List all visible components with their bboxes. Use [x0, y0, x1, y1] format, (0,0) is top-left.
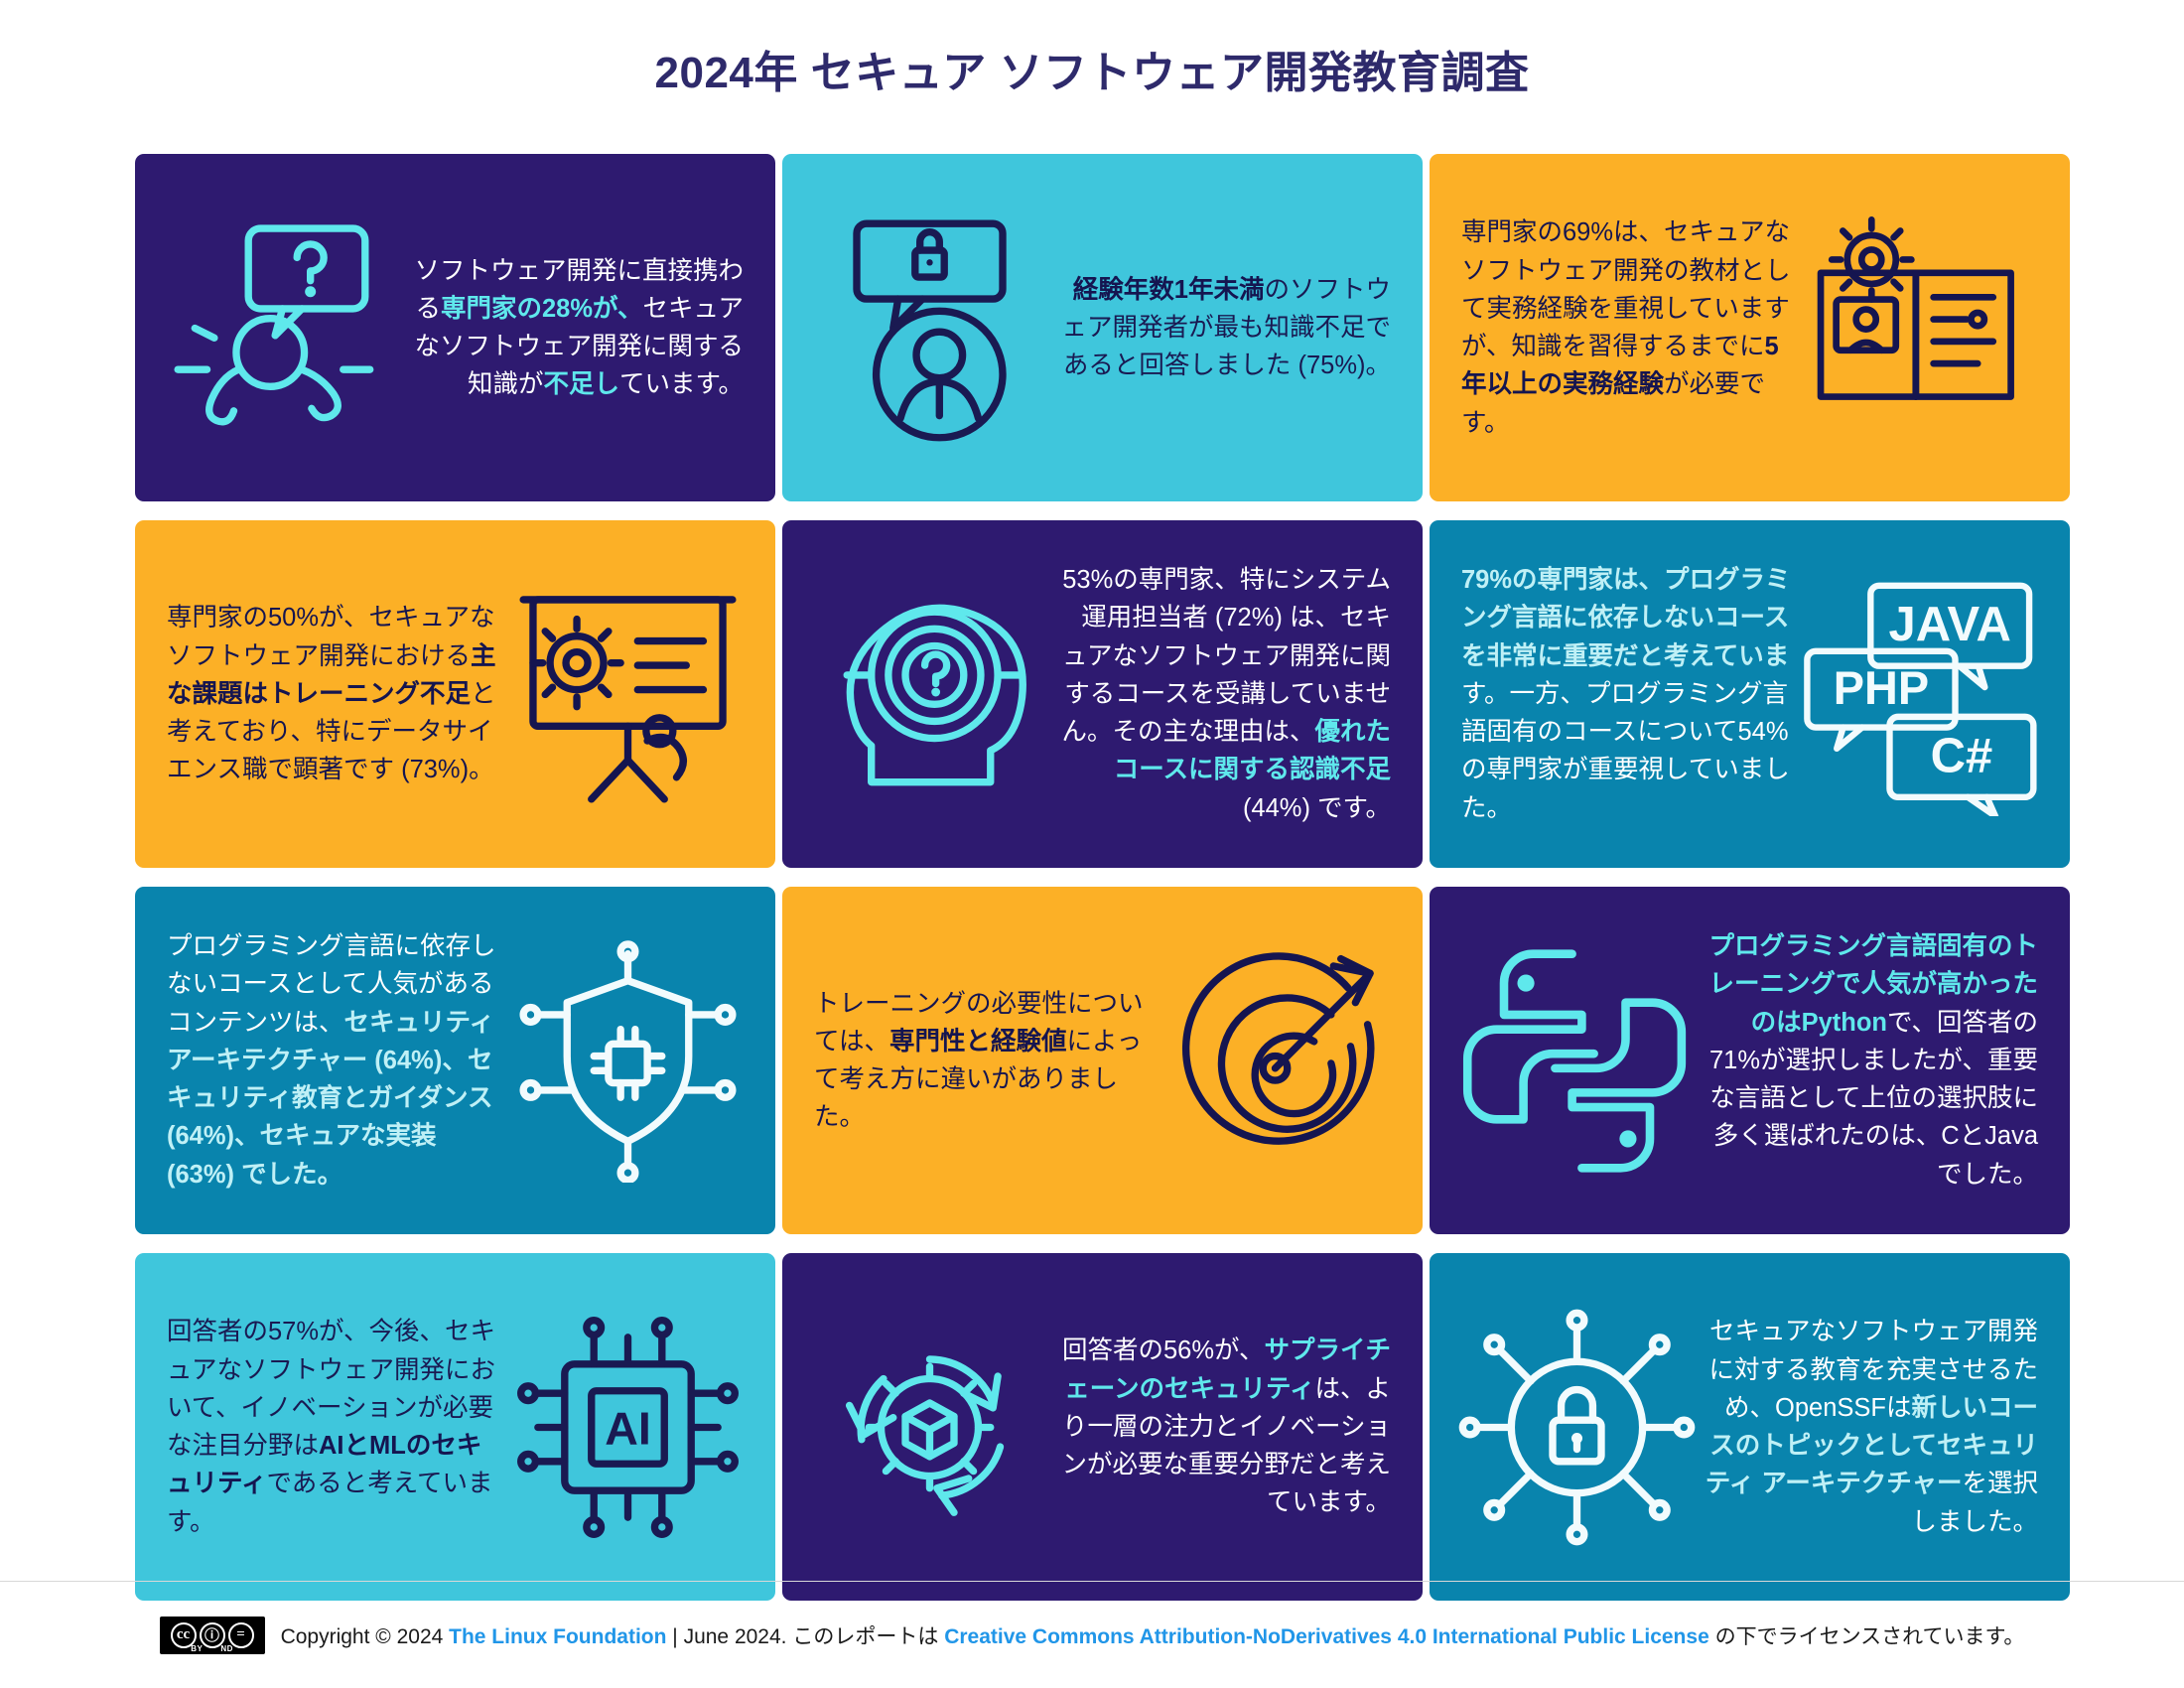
head-maze-question-icon	[808, 573, 1051, 816]
cc-by-label: BY	[191, 1643, 204, 1653]
person-lock-speech-icon	[808, 207, 1051, 450]
footer-mid-text: このレポートは	[786, 1624, 945, 1648]
text-segment: 優れたコースに関する認識不足	[1113, 718, 1391, 784]
text-segment: トレーニングの必要性については、	[814, 989, 1144, 1055]
stat-card-hands-on-experience: 専門家の69%は、セキュアなソフトウェア開発の教材として実務経験を重視しています…	[1430, 154, 2070, 501]
cc-icon: cc	[170, 1621, 197, 1648]
text-segment: ソフトウェア開発に直接携わる	[414, 256, 744, 323]
stat-card-text-openssf-course: セキュアなソフトウェア開発に対する教育を充実させるため、OpenSSFは新しいコ…	[1699, 1313, 2044, 1541]
linux-foundation-link[interactable]: The Linux Foundation	[449, 1624, 667, 1648]
stat-card-openssf-course: セキュアなソフトウェア開発に対する教育を充実させるため、OpenSSFは新しいコ…	[1430, 1253, 2070, 1601]
target-arrow-icon	[1154, 939, 1397, 1183]
text-segment: ています。	[619, 370, 744, 399]
text-segment: 53%の専門家、特にシステム運用担当者 (72%) は、セキュアなソフトウェア開…	[1061, 566, 1391, 747]
text-segment: す。一方、プログラミング言語固有のコースについて54%の専門家が重要視していまし…	[1461, 679, 1790, 822]
presentation-gear-icon	[506, 573, 750, 816]
cc-nd-label: ND	[220, 1643, 233, 1653]
stat-card-language-agnostic: 79%の専門家は、プログラミング言語に依存しないコースを非常に重要だと考えていま…	[1430, 520, 2070, 868]
text-segment: サプライチェーンのセキュリティ	[1064, 1336, 1391, 1403]
text-segment: AIとMLのセキュリティ	[167, 1432, 482, 1498]
stat-card-ai-ml-security: 回答者の57%が、今後、セキュアなソフトウェア開発において、イノベーションが必要…	[135, 1253, 775, 1601]
cube-arrows-gear-icon	[808, 1306, 1051, 1549]
copyright-prefix: Copyright © 2024	[280, 1624, 450, 1648]
person-shrug-question-icon	[161, 207, 404, 450]
creative-commons-badge-icon: cc ⓘ = BY ND	[159, 1616, 265, 1654]
text-segment: 経験年数1年未満	[1072, 275, 1265, 304]
open-book-gear-icon	[1801, 207, 2044, 450]
stat-card-text-knowledge-gap: ソフトウェア開発に直接携わる専門家の28%が、セキュアなソフトウェア開発に関する…	[404, 252, 750, 404]
text-segment: セキュリティ アーキテクチャー (64%)、セキュリティ教育とガイダンス (64…	[167, 1008, 494, 1189]
stat-card-text-training-needs: トレーニングの必要性については、専門性と経験値によって考え方に違いがありました。	[808, 985, 1154, 1137]
java-php-csharp-bubbles-icon: JAVA PHP C#	[1801, 573, 2044, 816]
page-title: 2024年 セキュア ソフトウェア開発教育調査	[654, 49, 1530, 97]
svg-text:PHP: PHP	[1834, 662, 1929, 714]
stat-card-text-supply-chain: 回答者の56%が、サプライチェーンのセキュリティは、より一層の注力とイノベーショ…	[1051, 1332, 1397, 1521]
text-segment: のソフトウェア開発者が最も知識不足であると回答しました (75%)。	[1061, 275, 1391, 380]
stat-card-text-python-popular: プログラミング言語固有のトレーニングで人気が高かったのはPythonで、回答者の…	[1699, 927, 2044, 1194]
footer-copyright-text: Copyright © 2024 The Linux Foundation | …	[281, 1620, 2025, 1650]
stat-card-text-training-gap: 専門家の50%が、セキュアなソフトウェア開発における主な課題はトレーニング不足と…	[161, 599, 506, 788]
text-segment: 専門家の50%が、セキュアなソフトウェア開発における	[167, 604, 495, 670]
footer-date: June 2024.	[683, 1624, 787, 1648]
text-segment: セキュアなソフトウェア開発に対する教育を充実させるため、OpenSSFは	[1708, 1318, 2038, 1422]
text-segment: 新しいコースのトピックとしてセキュリティ アーキテクチャー	[1705, 1393, 2038, 1498]
text-segment: を選択しました。	[1911, 1470, 2038, 1536]
text-segment: (44%) です。	[1242, 793, 1391, 822]
cc-badge-sublabels: BY ND	[160, 1644, 265, 1653]
text-segment: と考えており、特にデータサイエンス職で顕著です (73%)。	[167, 679, 496, 784]
text-segment: であると考えています。	[167, 1470, 493, 1536]
text-segment: 79%の専門家は、プログラミング言語に依存しないコースを非常に重要だと考えていま	[1461, 566, 1791, 670]
stat-card-text-language-agnostic: 79%の専門家は、プログラミング言語に依存しないコースを非常に重要だと考えていま…	[1455, 561, 1801, 827]
text-segment: 主な課題はトレーニング不足	[167, 641, 496, 708]
stat-card-training-gap: 専門家の50%が、セキュアなソフトウェア開発における主な課題はトレーニング不足と…	[135, 520, 775, 868]
text-segment: 回答者の56%が、	[1061, 1336, 1265, 1365]
cc-nd-icon: =	[227, 1621, 254, 1648]
text-segment: プログラミング言語固有のトレーニングで人気が高かったのはPython	[1708, 932, 2038, 1037]
text-segment: は、より一層の注力とイノベーションが必要な重要分野だと考えています。	[1061, 1374, 1391, 1517]
text-segment: 専門家の28%が、	[440, 294, 643, 323]
text-segment: 専門性と経験値	[889, 1027, 1067, 1055]
stat-card-no-courses: 53%の専門家、特にシステム運用担当者 (72%) は、セキュアなソフトウェア開…	[782, 520, 1423, 868]
svg-text:C#: C#	[1931, 729, 1993, 782]
stat-card-text-no-courses: 53%の専門家、特にシステム運用担当者 (72%) は、セキュアなソフトウェア開…	[1051, 561, 1397, 827]
footer-suffix: の下でライセンスされています。	[1708, 1624, 2025, 1648]
text-segment: 専門家の69%は、セキュアなソフトウェア開発の教材として実務経験を重視しています…	[1461, 218, 1791, 360]
stat-card-text-ai-ml-security: 回答者の57%が、今後、セキュアなソフトウェア開発において、イノベーションが必要…	[161, 1313, 506, 1541]
stat-card-popular-content: プログラミング言語に依存しないコースとして人気があるコンテンツは、セキュリティ …	[135, 887, 775, 1234]
cc-by-icon: ⓘ	[199, 1621, 225, 1648]
text-segment: プログラミング言語に依存しないコースとして人気があるコンテンツは、	[167, 932, 496, 1037]
stat-card-supply-chain: 回答者の56%が、サプライチェーンのセキュリティは、より一層の注力とイノベーショ…	[782, 1253, 1423, 1601]
stat-card-text-junior-devs: 経験年数1年未満のソフトウェア開発者が最も知識不足であると回答しました (75%…	[1051, 271, 1397, 385]
text-segment: で、回答者の71%が選択しましたが、重要な言語として上位の選択肢に多く選ばれたの…	[1708, 1008, 2038, 1189]
footer: cc ⓘ = BY ND Copyright © 2024 The Linux …	[0, 1581, 2184, 1688]
stat-card-python-popular: プログラミング言語固有のトレーニングで人気が高かったのはPythonで、回答者の…	[1430, 887, 2070, 1234]
stat-card-text-popular-content: プログラミング言語に依存しないコースとして人気があるコンテンツは、セキュリティ …	[161, 927, 506, 1194]
stat-card-knowledge-gap: ソフトウェア開発に直接携わる専門家の28%が、セキュアなソフトウェア開発に関する…	[135, 154, 775, 501]
python-logo-icon	[1455, 939, 1699, 1183]
svg-text:JAVA: JAVA	[1888, 598, 2010, 651]
footer-separator: |	[666, 1624, 684, 1648]
stat-card-training-needs: トレーニングの必要性については、専門性と経験値によって考え方に違いがありました。	[782, 887, 1423, 1234]
text-segment: 回答者の57%が、今後、セキュアなソフトウェア開発において、イノベーションが必要…	[167, 1318, 496, 1460]
svg-text:AI: AI	[605, 1402, 651, 1454]
license-link[interactable]: Creative Commons Attribution-NoDerivativ…	[944, 1624, 1709, 1648]
text-segment: が必要です。	[1461, 370, 1766, 437]
text-segment: 5年以上の実務経験	[1461, 333, 1779, 399]
stats-card-grid: ソフトウェア開発に直接携わる専門家の28%が、セキュアなソフトウェア開発に関する…	[135, 154, 2070, 1601]
stat-card-junior-devs: 経験年数1年未満のソフトウェア開発者が最も知識不足であると回答しました (75%…	[782, 154, 1423, 501]
ai-chip-icon: AI	[506, 1306, 750, 1549]
lock-circuit-icon	[1455, 1306, 1699, 1549]
text-segment: セキュアなソフトウェア開発に関する知識が	[414, 294, 744, 399]
stat-card-text-hands-on-experience: 専門家の69%は、セキュアなソフトウェア開発の教材として実務経験を重視しています…	[1455, 213, 1801, 442]
text-segment: 不足し	[543, 370, 620, 399]
shield-circuit-icon	[506, 939, 750, 1183]
text-segment: によって考え方に違いがありました。	[814, 1027, 1143, 1132]
